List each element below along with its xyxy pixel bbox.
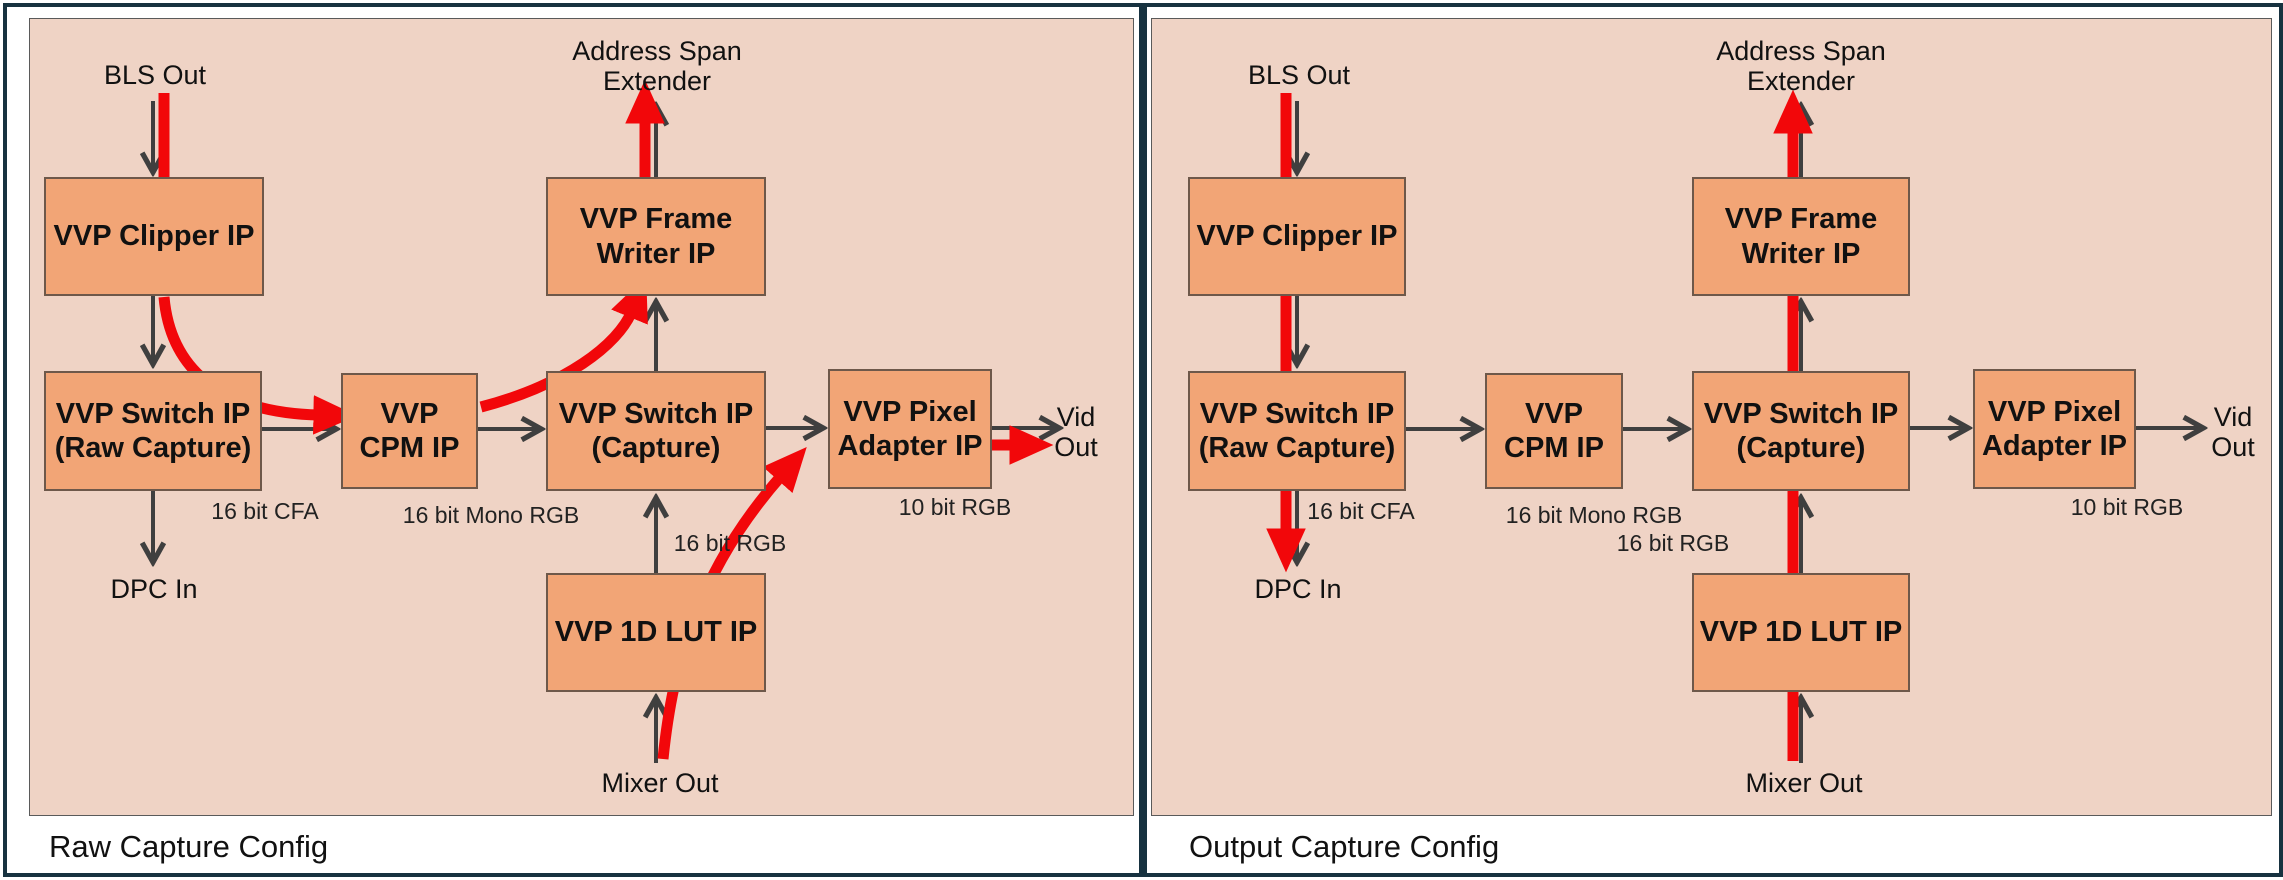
node-vvp-frame-writer: VVP Frame Writer IP [546, 177, 766, 296]
label-mixer-out: Mixer Out [601, 768, 719, 798]
label-bls-out: BLS Out [103, 60, 207, 90]
label-16bit-rgb: 16 bit RGB [673, 530, 787, 556]
label-10bit-rgb: 10 bit RGB [898, 494, 1012, 520]
label-address-span-extender: Address Span Extender [572, 36, 742, 96]
node-vvp-pixel-adapter: VVP Pixel Adapter IP [828, 369, 992, 489]
node-vvp-frame-writer: VVP Frame Writer IP [1692, 177, 1910, 296]
node-vvp-switch-capture: VVP Switch IP (Capture) [546, 371, 766, 491]
node-vvp-switch-capture: VVP Switch IP (Capture) [1692, 371, 1910, 491]
label-16bit-mono-rgb: 16 bit Mono RGB [1505, 502, 1683, 528]
label-address-span-extender: Address Span Extender [1716, 36, 1886, 96]
label-16bit-rgb: 16 bit RGB [1616, 530, 1730, 556]
node-vvp-cpm: VVP CPM IP [341, 373, 478, 489]
label-16bit-mono-rgb: 16 bit Mono RGB [402, 502, 580, 528]
panel-raw-capture-config: VVP Clipper IP VVP Switch IP (Raw Captur… [3, 3, 1143, 877]
node-vvp-switch-raw: VVP Switch IP (Raw Capture) [1188, 371, 1406, 491]
panel-title-raw-capture: Raw Capture Config [49, 829, 329, 864]
label-vid-out: Vid Out [1054, 402, 1098, 462]
diagram-canvas-raw: VVP Clipper IP VVP Switch IP (Raw Captur… [29, 18, 1134, 816]
node-vvp-switch-raw: VVP Switch IP (Raw Capture) [44, 371, 262, 491]
label-16bit-cfa: 16 bit CFA [1307, 498, 1415, 524]
label-dpc-in: DPC In [110, 574, 198, 604]
label-dpc-in: DPC In [1254, 574, 1342, 604]
panel-title-output-capture: Output Capture Config [1189, 829, 1500, 864]
label-10bit-rgb: 10 bit RGB [2070, 494, 2184, 520]
label-mixer-out: Mixer Out [1745, 768, 1863, 798]
node-vvp-clipper: VVP Clipper IP [44, 177, 264, 296]
label-16bit-cfa: 16 bit CFA [211, 498, 319, 524]
node-vvp-pixel-adapter: VVP Pixel Adapter IP [1973, 369, 2136, 489]
label-vid-out: Vid Out [2211, 402, 2255, 462]
node-vvp-1d-lut: VVP 1D LUT IP [546, 573, 766, 692]
node-vvp-1d-lut: VVP 1D LUT IP [1692, 573, 1910, 692]
node-vvp-clipper: VVP Clipper IP [1188, 177, 1406, 296]
panel-output-capture-config: VVP Clipper IP VVP Switch IP (Raw Captur… [1143, 3, 2283, 877]
label-bls-out: BLS Out [1247, 60, 1351, 90]
node-vvp-cpm: VVP CPM IP [1485, 373, 1623, 489]
diagram-canvas-output: VVP Clipper IP VVP Switch IP (Raw Captur… [1151, 18, 2272, 816]
